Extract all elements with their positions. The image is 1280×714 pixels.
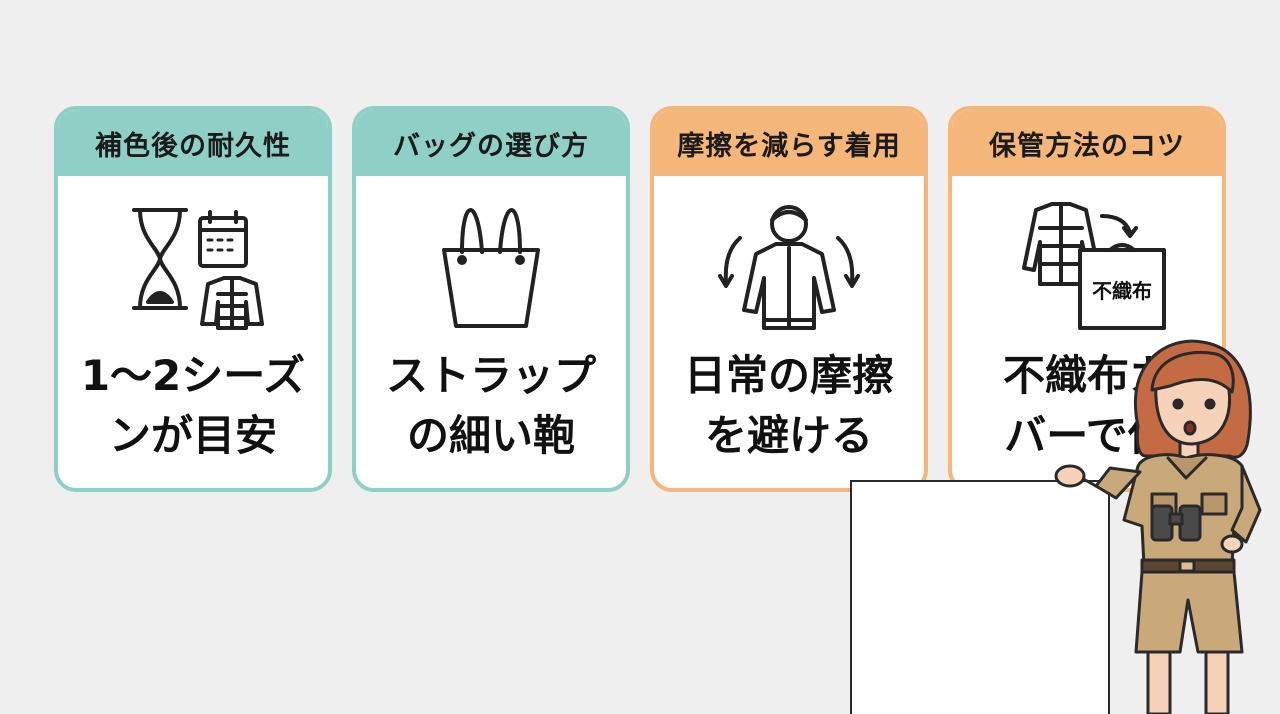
bag-label: 不織布	[1092, 279, 1152, 303]
card-title: 摩擦を減らす着用	[654, 110, 924, 176]
card-durability: 補色後の耐久性 1〜2シーズ ンが目安	[54, 106, 332, 492]
jacket-cover-icon: 不織布	[952, 198, 1222, 338]
card-body: ストラップ の細い鞄	[385, 351, 596, 460]
card-body: 日常の摩擦 を避ける	[683, 351, 894, 460]
card-reduce-friction: 摩擦を減らす着用 日常の摩擦 を避ける	[650, 106, 928, 492]
card-storage-tips: 保管方法のコツ 不織布 不織布カ バーで保	[948, 106, 1226, 492]
guide-character	[1020, 330, 1280, 714]
blank-board	[850, 480, 1110, 714]
card-title: バッグの選び方	[356, 110, 626, 176]
card-title: 補色後の耐久性	[58, 110, 328, 176]
person-jacket-icon	[654, 198, 924, 338]
hourglass-calendar-jacket-icon	[58, 198, 328, 338]
card-bag-choice: バッグの選び方 ストラップ の細い鞄	[352, 106, 630, 492]
card-body: 1〜2シーズ ンが目安	[80, 351, 306, 460]
card-title: 保管方法のコツ	[952, 110, 1222, 176]
tote-bag-icon	[356, 198, 626, 338]
